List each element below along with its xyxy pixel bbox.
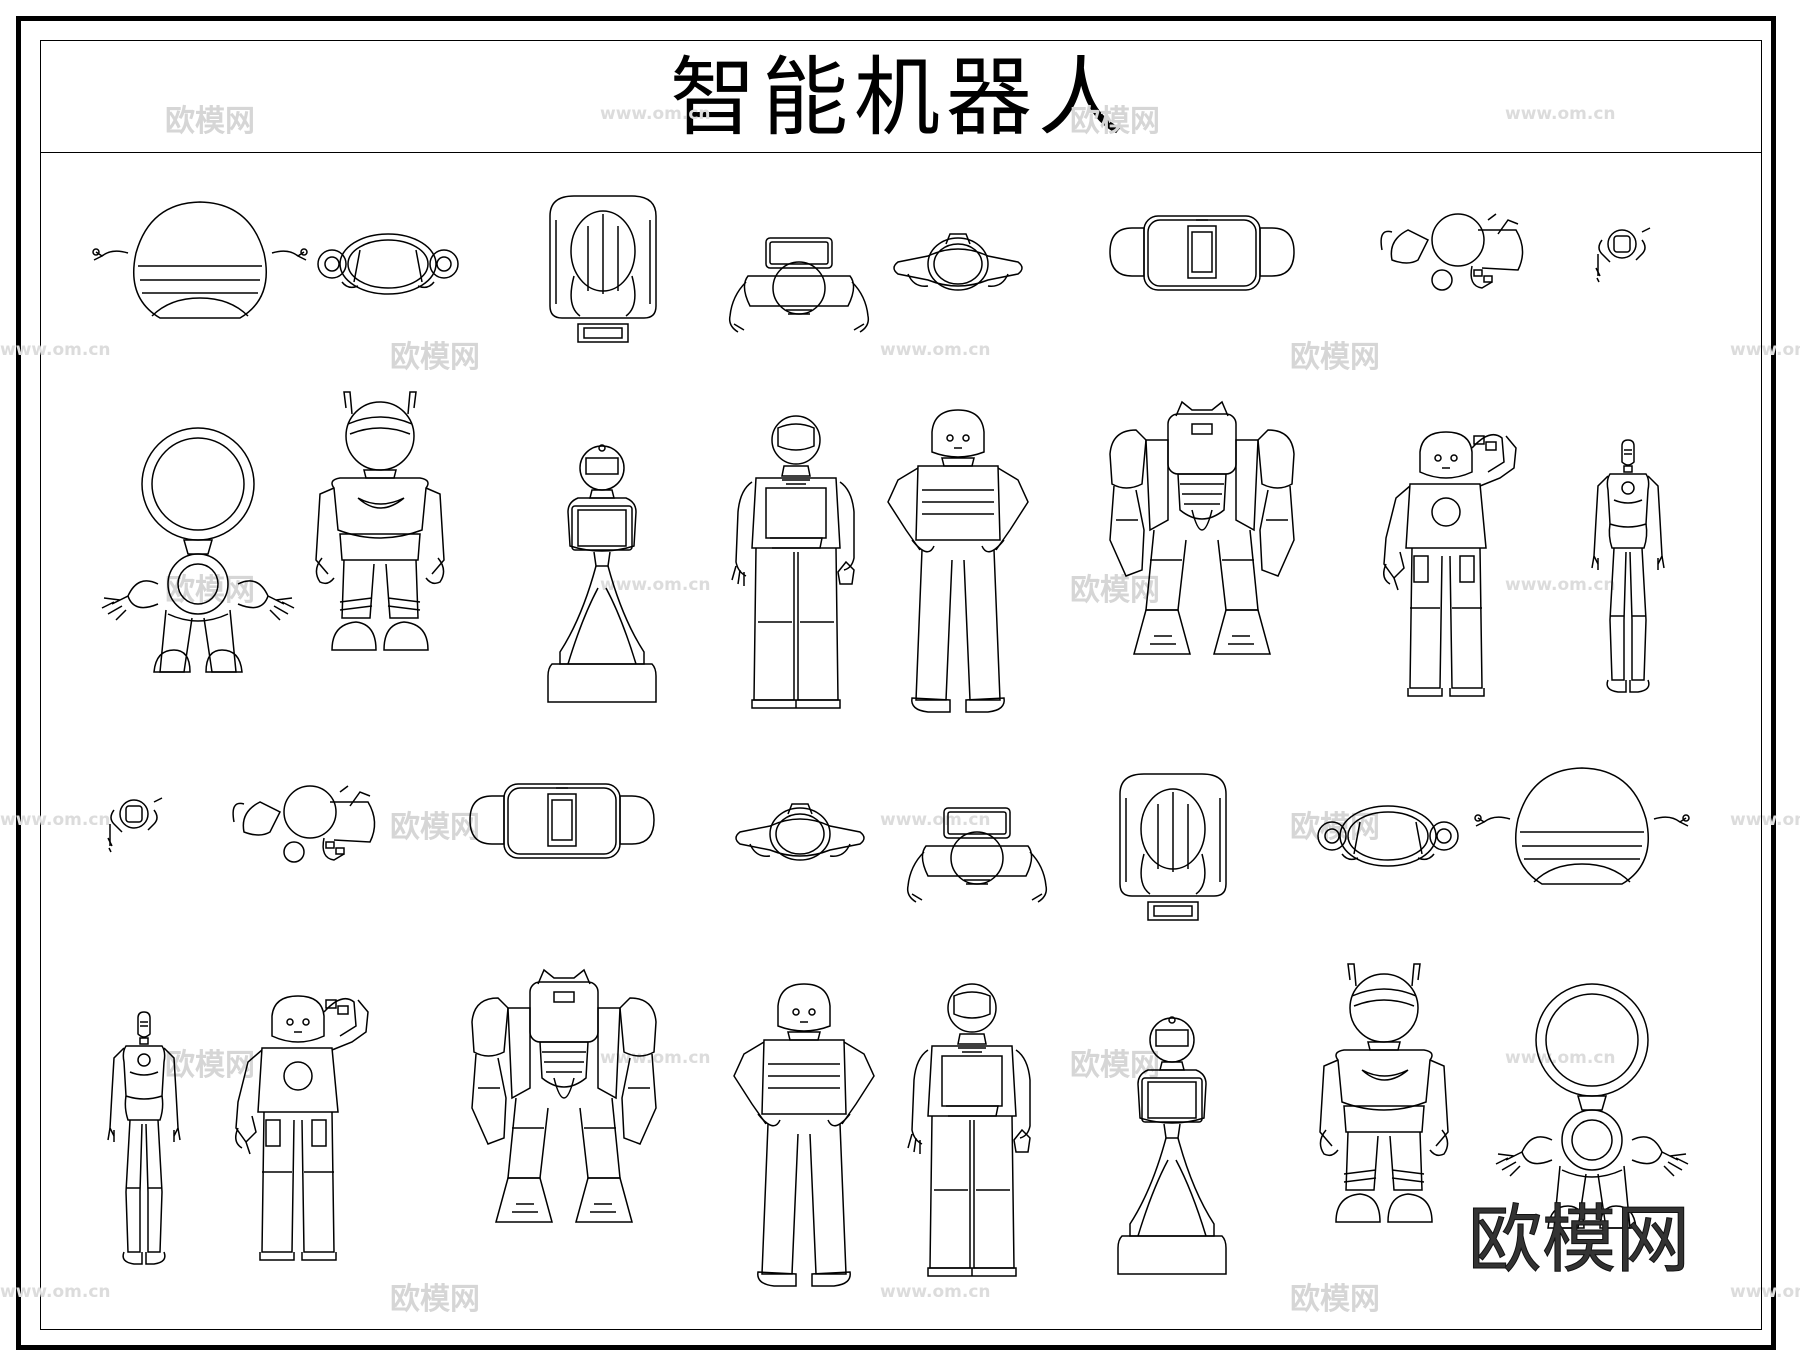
robot-ring-top-view-2 bbox=[1474, 767, 1690, 885]
robot-mech-front-view bbox=[1109, 401, 1295, 655]
robot-antenna-top-view bbox=[317, 233, 459, 295]
robot-waving-top-view-2 bbox=[232, 785, 376, 863]
robot-nao-top-view-2 bbox=[735, 803, 865, 861]
robot-antenna-front-view bbox=[315, 391, 445, 651]
watermark-url: www.om.cn bbox=[0, 1282, 111, 1302]
robot-nao-front-view-2 bbox=[733, 983, 875, 1287]
watermark-url: www.om.cn bbox=[1730, 340, 1800, 360]
watermark-brand: 欧模网 bbox=[390, 340, 480, 375]
watermark-brand: 欧模网 bbox=[1070, 573, 1160, 608]
title-separator bbox=[40, 152, 1762, 153]
watermark-url: www.om.cn bbox=[880, 1282, 991, 1302]
robot-kiosk-top-view-2 bbox=[1119, 773, 1227, 921]
watermark-brand: 欧模网 bbox=[165, 104, 255, 139]
robot-ring-front-view bbox=[101, 427, 295, 673]
robot-kiosk-front-view bbox=[547, 444, 657, 703]
robot-antenna-top-view-2 bbox=[1317, 805, 1459, 867]
watermark-url: www.om.cn bbox=[1505, 104, 1616, 124]
watermark-url: www.om.cn bbox=[1505, 1048, 1616, 1068]
robot-mech-top-view-2 bbox=[469, 783, 655, 859]
robot-waving-front-view-2 bbox=[235, 995, 369, 1261]
watermark-url: www.om.cn bbox=[0, 810, 111, 830]
watermark-brand: 欧模网 bbox=[1290, 1282, 1380, 1317]
robot-kiosk-top-view bbox=[549, 195, 657, 343]
watermark-brand: 欧模网 bbox=[1290, 340, 1380, 375]
watermark-url: www.om.cn bbox=[880, 810, 991, 830]
watermark-corner-logo: 欧模网 bbox=[1468, 1197, 1691, 1284]
robot-astronaut-front-view bbox=[731, 415, 855, 709]
watermark-url: www.om.cn bbox=[1505, 575, 1616, 595]
robot-mech-top-view bbox=[1109, 215, 1295, 291]
watermark-url: www.om.cn bbox=[600, 575, 711, 595]
robot-astronaut-front-view-2 bbox=[907, 983, 1031, 1277]
robot-android-front-view bbox=[1591, 439, 1665, 693]
robot-android-top-view-2 bbox=[107, 797, 163, 853]
watermark-url: www.om.cn bbox=[1730, 810, 1800, 830]
watermark-brand: 欧模网 bbox=[390, 810, 480, 845]
robot-android-top-view bbox=[1595, 227, 1651, 283]
robot-astronaut-top-view bbox=[728, 237, 870, 333]
robot-waving-top-view bbox=[1380, 213, 1524, 291]
watermark-brand: 欧模网 bbox=[1070, 104, 1160, 139]
robot-waving-front-view bbox=[1383, 431, 1517, 697]
watermark-url: www.om.cn bbox=[1730, 1282, 1800, 1302]
robot-nao-top-view bbox=[893, 233, 1023, 291]
robot-kiosk-front-view-2 bbox=[1117, 1016, 1227, 1275]
robot-astronaut-top-view-2 bbox=[906, 807, 1048, 903]
outer-border bbox=[16, 16, 1776, 1350]
page-title: 智能机器人 bbox=[670, 48, 1130, 148]
watermark-brand: 欧模网 bbox=[390, 1282, 480, 1317]
watermark-url: www.om.cn bbox=[0, 340, 111, 360]
watermark-url: www.om.cn bbox=[600, 104, 711, 124]
watermark-url: www.om.cn bbox=[880, 340, 991, 360]
robot-nao-front-view bbox=[887, 409, 1029, 713]
watermark-brand: 欧模网 bbox=[165, 1048, 255, 1083]
robot-ring-top-view bbox=[92, 201, 308, 319]
inner-border bbox=[40, 40, 1762, 1330]
robot-android-front-view-2 bbox=[107, 1011, 181, 1265]
watermark-brand: 欧模网 bbox=[165, 573, 255, 608]
robot-antenna-front-view-2 bbox=[1319, 963, 1449, 1223]
robot-mech-front-view-2 bbox=[471, 969, 657, 1223]
watermark-brand: 欧模网 bbox=[1070, 1048, 1160, 1083]
